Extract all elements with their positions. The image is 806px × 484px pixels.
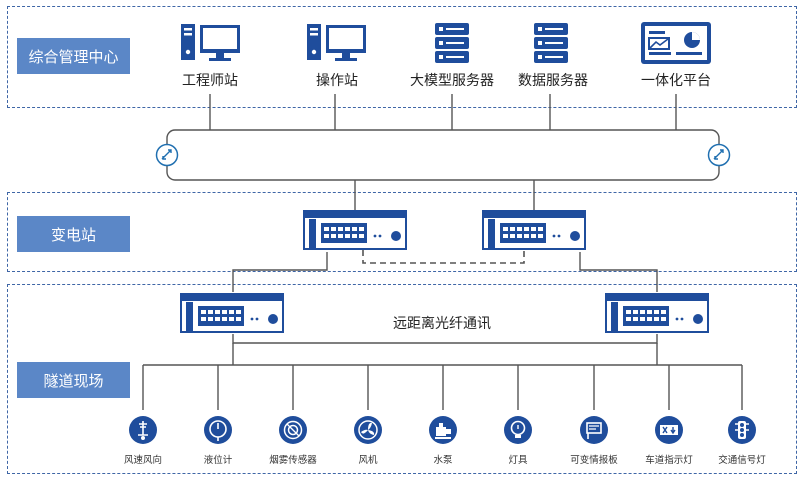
station-label-llm-server: 大模型服务器 <box>410 73 494 89</box>
station-label-platform: 一体化平台 <box>641 73 711 89</box>
message-board-icon <box>580 416 608 444</box>
traffic-light-icon <box>728 416 756 444</box>
device-label-level: 液位计 <box>203 455 233 466</box>
station-label-data-server: 数据服务器 <box>518 73 588 89</box>
device-label-lane-indicator: 车道指示灯 <box>645 455 693 466</box>
substation-zone <box>7 192 797 272</box>
pump-icon <box>429 416 457 444</box>
device-label-lamp: 灯具 <box>508 455 528 466</box>
device-label-message-board: 可变情报板 <box>570 455 618 466</box>
station-label-operator: 操作站 <box>316 73 358 89</box>
substation-zone-label: 变电站 <box>17 216 130 252</box>
management-zone <box>7 6 797 108</box>
dashboard-icon <box>641 22 711 64</box>
workstation-icon <box>181 24 240 61</box>
fan-icon <box>354 416 382 444</box>
fiber-link-label: 远距离光纤通讯 <box>393 316 491 332</box>
tunnel-switch-right-icon <box>605 293 709 333</box>
substation-switch-right-icon <box>482 210 586 250</box>
smoke-sensor-icon <box>279 416 307 444</box>
lamp-icon <box>504 416 532 444</box>
tunnel-switch-left-icon <box>180 293 284 333</box>
fiber-converter-right-icon <box>707 143 731 167</box>
workstation-icon <box>307 24 366 61</box>
substation-switch-left-icon <box>303 210 407 250</box>
tunnel-zone-label: 隧道现场 <box>17 362 130 398</box>
wind-speed-icon <box>129 416 157 444</box>
server-icon <box>435 23 469 63</box>
device-label-pump: 水泵 <box>433 455 453 466</box>
device-label-fan: 风机 <box>358 455 378 466</box>
device-label-wind: 风速风向 <box>123 455 163 466</box>
tunnel-zone <box>7 284 797 474</box>
station-label-engineer: 工程师站 <box>182 73 238 89</box>
device-label-smoke: 烟雾传感器 <box>269 455 317 466</box>
lane-indicator-icon <box>655 416 683 444</box>
server-icon <box>534 23 568 63</box>
level-gauge-icon <box>204 416 232 444</box>
management-zone-label: 综合管理中心 <box>17 38 130 74</box>
device-label-traffic-light: 交通信号灯 <box>718 455 766 466</box>
fiber-converter-left-icon <box>155 143 179 167</box>
